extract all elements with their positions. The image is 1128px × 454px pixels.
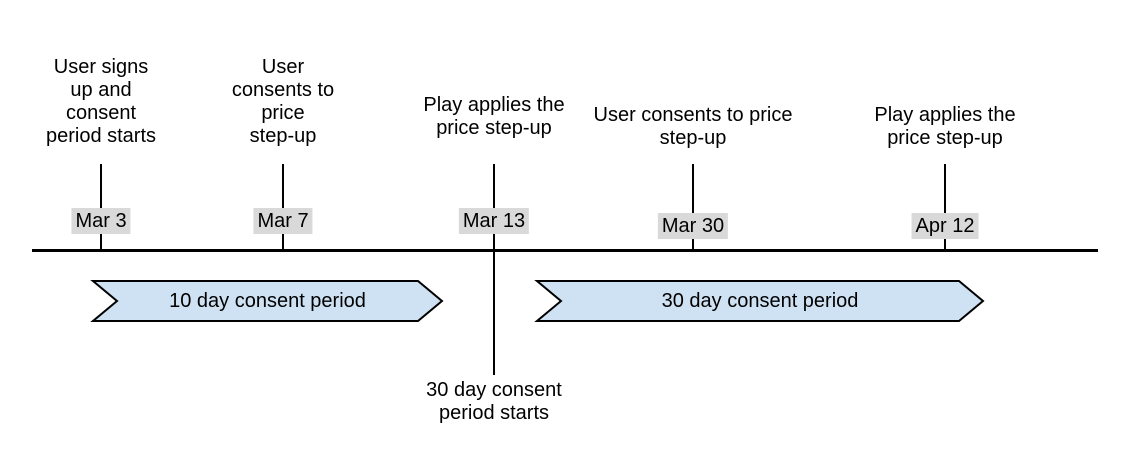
event-description: User signs up and consent period starts (45, 56, 157, 147)
date-badge: Mar 30 (657, 213, 729, 239)
date-badge: Mar 13 (458, 208, 530, 234)
date-badge: Mar 7 (253, 208, 313, 234)
event-tick (282, 164, 284, 250)
below-axis-note: 30 day consent period starts (426, 379, 562, 424)
consent-period-label: 30 day consent period (661, 290, 859, 312)
timeline-axis (32, 249, 1098, 252)
consent-period-arrow-10day (90, 280, 444, 322)
event-tick (944, 164, 946, 250)
event-tick (692, 164, 694, 250)
consent-period-arrow-30day (534, 280, 985, 322)
note-connector-line (493, 252, 495, 375)
date-badge: Apr 12 (911, 213, 979, 239)
event-tick (100, 164, 102, 250)
event-description: Play applies the price step-up (874, 104, 1016, 149)
event-tick (493, 164, 495, 250)
event-description: Play applies the price step-up (423, 94, 565, 139)
consent-period-label: 10 day consent period (169, 290, 366, 312)
event-description: User consents to price step-up (593, 104, 793, 149)
event-description: User consents to price step-up (231, 56, 335, 147)
date-badge: Mar 3 (71, 208, 131, 234)
